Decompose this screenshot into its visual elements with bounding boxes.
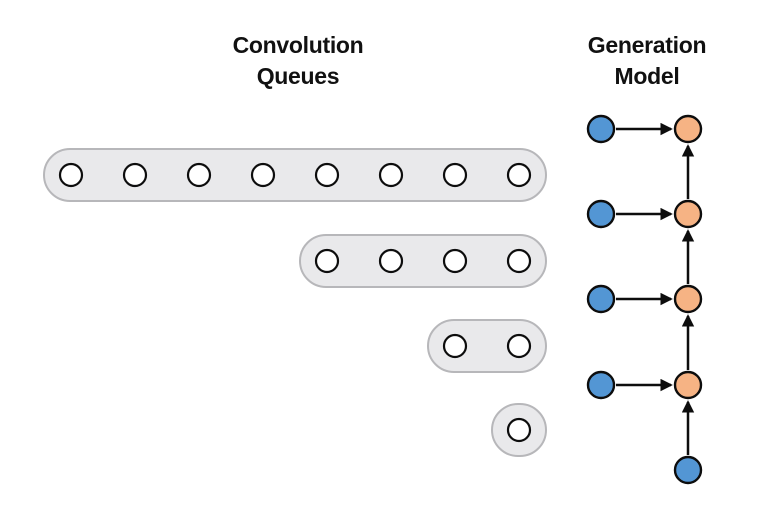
queue-pill (299, 234, 547, 288)
queue-slot (378, 248, 404, 274)
title-line: Queues (256, 63, 340, 89)
title-line: Model (614, 63, 680, 89)
queue-slot (506, 248, 532, 274)
output-node (673, 370, 703, 400)
queue-slots-group (58, 162, 532, 443)
input-node (586, 199, 616, 229)
queue-slot (442, 248, 468, 274)
queue-slot (58, 162, 84, 188)
generation-model-title: Generation Model (587, 30, 707, 92)
queue-slot (506, 417, 532, 443)
convolution-queues-title: Convolution Queues (233, 30, 364, 92)
output-node (673, 199, 703, 229)
queue-slot (442, 162, 468, 188)
queue-slot (314, 248, 340, 274)
queue-slot (506, 162, 532, 188)
queue-slot (506, 333, 532, 359)
input-node (586, 284, 616, 314)
queue-slot (442, 333, 468, 359)
input-node (586, 114, 616, 144)
queue-slot (378, 162, 404, 188)
generation-nodes-group (586, 114, 703, 485)
seed-input-node (673, 455, 703, 485)
generation-arrows-group (616, 122, 695, 455)
queue-slot (250, 162, 276, 188)
output-node (673, 284, 703, 314)
input-node (586, 370, 616, 400)
queue-slot (186, 162, 212, 188)
queue-pill (427, 319, 547, 373)
title-line: Convolution (232, 32, 364, 58)
queue-slot (122, 162, 148, 188)
title-line: Generation (587, 32, 707, 58)
output-node (673, 114, 703, 144)
queue-slot (314, 162, 340, 188)
convolution-queues-group (43, 148, 547, 457)
queue-pill (43, 148, 547, 202)
